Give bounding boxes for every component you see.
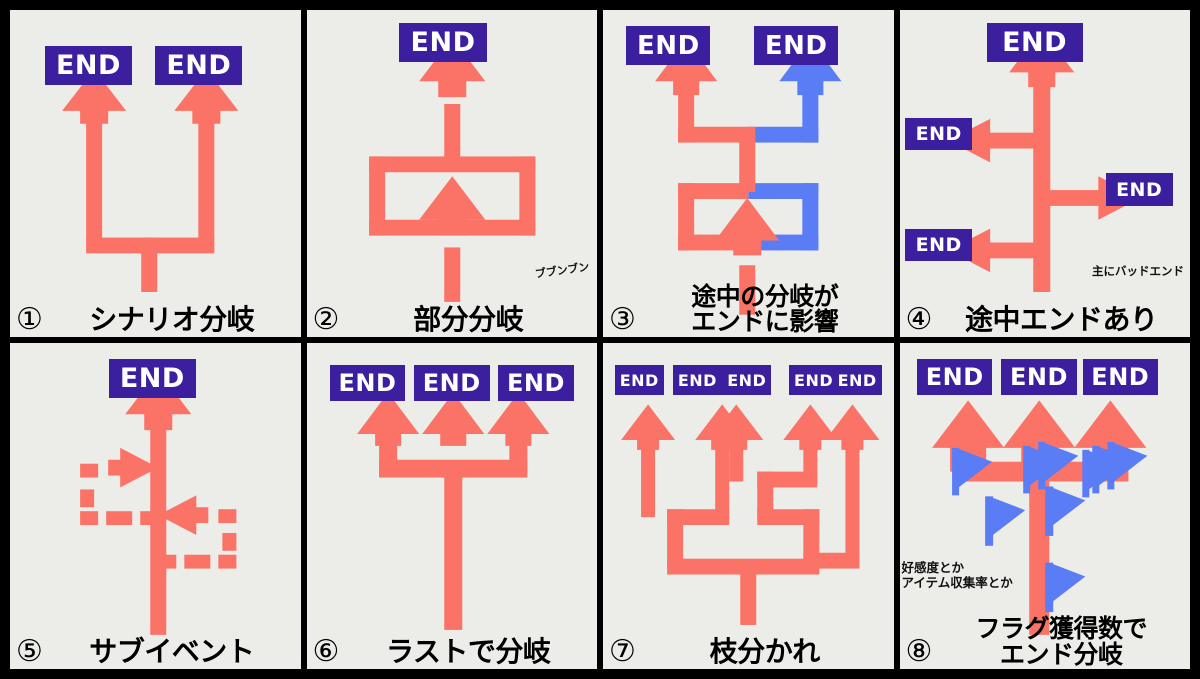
flag-group [951,441,1147,612]
panel-caption-text: 部分分岐 [413,302,524,336]
panel-3-midway-branch-affects-end: END END ③ 途中の分岐が エンドに影響 [603,10,894,337]
panel-1-diagram: END END [10,10,301,337]
end-badge: END [413,365,490,402]
end-badge: END [722,365,772,395]
panel-8-note: 好感度とか アイテム収集率とか [901,560,1013,590]
panel-number: ⑦ [609,634,636,669]
end-badge-label: END [1002,27,1068,59]
diagram-svg-6 [356,391,549,630]
panel-caption: ② 部分分岐 [307,301,598,337]
panel-number: ① [16,301,43,337]
panel-4-diagram: END END END END 主にバッドエンド [900,10,1191,337]
end-badge: END [754,26,839,66]
end-badge: END [399,23,487,63]
panel-2-partial-branch: END ブブンブン ② 部分分岐 [306,10,598,337]
end-badge: END [155,45,243,86]
end-badge-label: END [619,370,659,390]
panel-caption-text: シナリオ分岐 [89,302,255,336]
diagram-svg-2 [368,37,535,302]
end-badge: END [626,26,711,66]
end-badge: END [788,365,839,395]
end-badge: END [832,365,882,395]
panel-5-diagram: END [10,343,301,670]
end-badge-label: END [794,370,834,390]
panel-1-scenario-branch: END END ① シナリオ分岐 [10,10,301,337]
panel-caption: ⑧ フラグ獲得数で エンド分岐 [900,616,1191,667]
end-badge-label: END [727,370,767,390]
end-badge-label: END [166,49,232,81]
diagram-svg-1 [62,69,239,292]
panel-5-sub-event: END ⑤ サブイベント [10,342,301,670]
end-badge-label: END [677,370,717,390]
panel-6-branch-at-last: END END END ⑥ ラストで分岐 [306,342,598,670]
panel-caption-text: 途中の分岐が エンドに影響 [691,281,839,336]
panel-caption: ③ 途中の分岐が エンドに影響 [603,281,894,337]
end-badge-label: END [764,30,828,61]
panel-number: ② [312,301,340,337]
panel-caption-text: 枝分かれ [709,635,821,669]
diagram-svg-4 [947,29,1140,292]
panel-caption-text: フラグ獲得数で エンド分岐 [975,614,1147,669]
panel-8-flag-count-end-branch: END END END 好感度とか アイテム収集率とか ⑧ フラグ獲得数で エン… [899,342,1191,670]
panel-7-tree-branching: END END END END END ⑦ 枝分かれ [603,342,894,670]
panel-8-diagram: END END END 好感度とか アイテム収集率とか [900,343,1191,670]
end-badge-label: END [1091,362,1150,391]
end-badge: END [1105,173,1173,206]
end-badge-label: END [55,49,121,81]
end-badge: END [905,228,973,262]
end-badge-label: END [925,362,984,391]
diagram-svg-7 [621,403,880,625]
panel-number: ③ [609,301,636,337]
end-badge: END [905,117,973,151]
panel-number: ④ [905,301,933,337]
panel-6-diagram: END END END [307,343,598,670]
panel-caption: ① シナリオ分岐 [10,301,301,337]
end-badge-label: END [915,123,962,146]
end-badge: END [108,358,196,398]
panel-number: ⑥ [312,634,340,669]
end-badge-label: END [119,362,185,394]
end-badge-label: END [338,369,397,398]
panel-caption: ④ 途中エンドあり [900,301,1191,337]
diagram-svg-8 [931,399,1147,635]
panel-caption-text: 途中エンドあり [964,302,1158,336]
panel-caption: ⑤ サブイベント [10,637,301,667]
panel-2-diagram: END ブブンブン [307,10,598,337]
panel-3-diagram: END END [603,10,894,337]
end-badge-label: END [422,369,481,398]
panel-number: ⑧ [905,634,933,669]
panel-7-diagram: END END END END END [603,343,894,670]
end-badge: END [44,45,132,86]
panel-caption-text: サブイベント [89,635,255,669]
end-badge: END [614,365,664,395]
end-badge-label: END [410,27,476,59]
panel-caption: ⑥ ラストで分岐 [307,637,598,667]
end-badge: END [986,23,1083,63]
end-badge: END [498,365,574,402]
end-badge-label: END [507,369,565,398]
panel-caption: ⑦ 枝分かれ [603,637,894,667]
end-badge: END [329,365,406,402]
panel-number: ⑤ [16,634,43,669]
end-badge-label: END [637,30,700,61]
panel-4-midway-ends: END END END END 主にバッドエンド ④ 途中エンドあり [899,10,1191,337]
end-badge: END [1001,358,1077,395]
end-badge: END [1082,358,1159,395]
end-badge: END [672,365,723,395]
end-badge-label: END [1116,178,1163,201]
end-badge-label: END [1009,362,1068,391]
diagram-svg-5 [80,370,237,635]
end-badge: END [916,358,993,395]
panel-4-note: 主にバッドエンド [1092,263,1184,278]
panel-caption-text: ラストで分岐 [385,635,551,669]
end-badge-label: END [837,370,877,390]
diagram-svg-3 [655,39,842,315]
end-badge-label: END [915,234,962,257]
